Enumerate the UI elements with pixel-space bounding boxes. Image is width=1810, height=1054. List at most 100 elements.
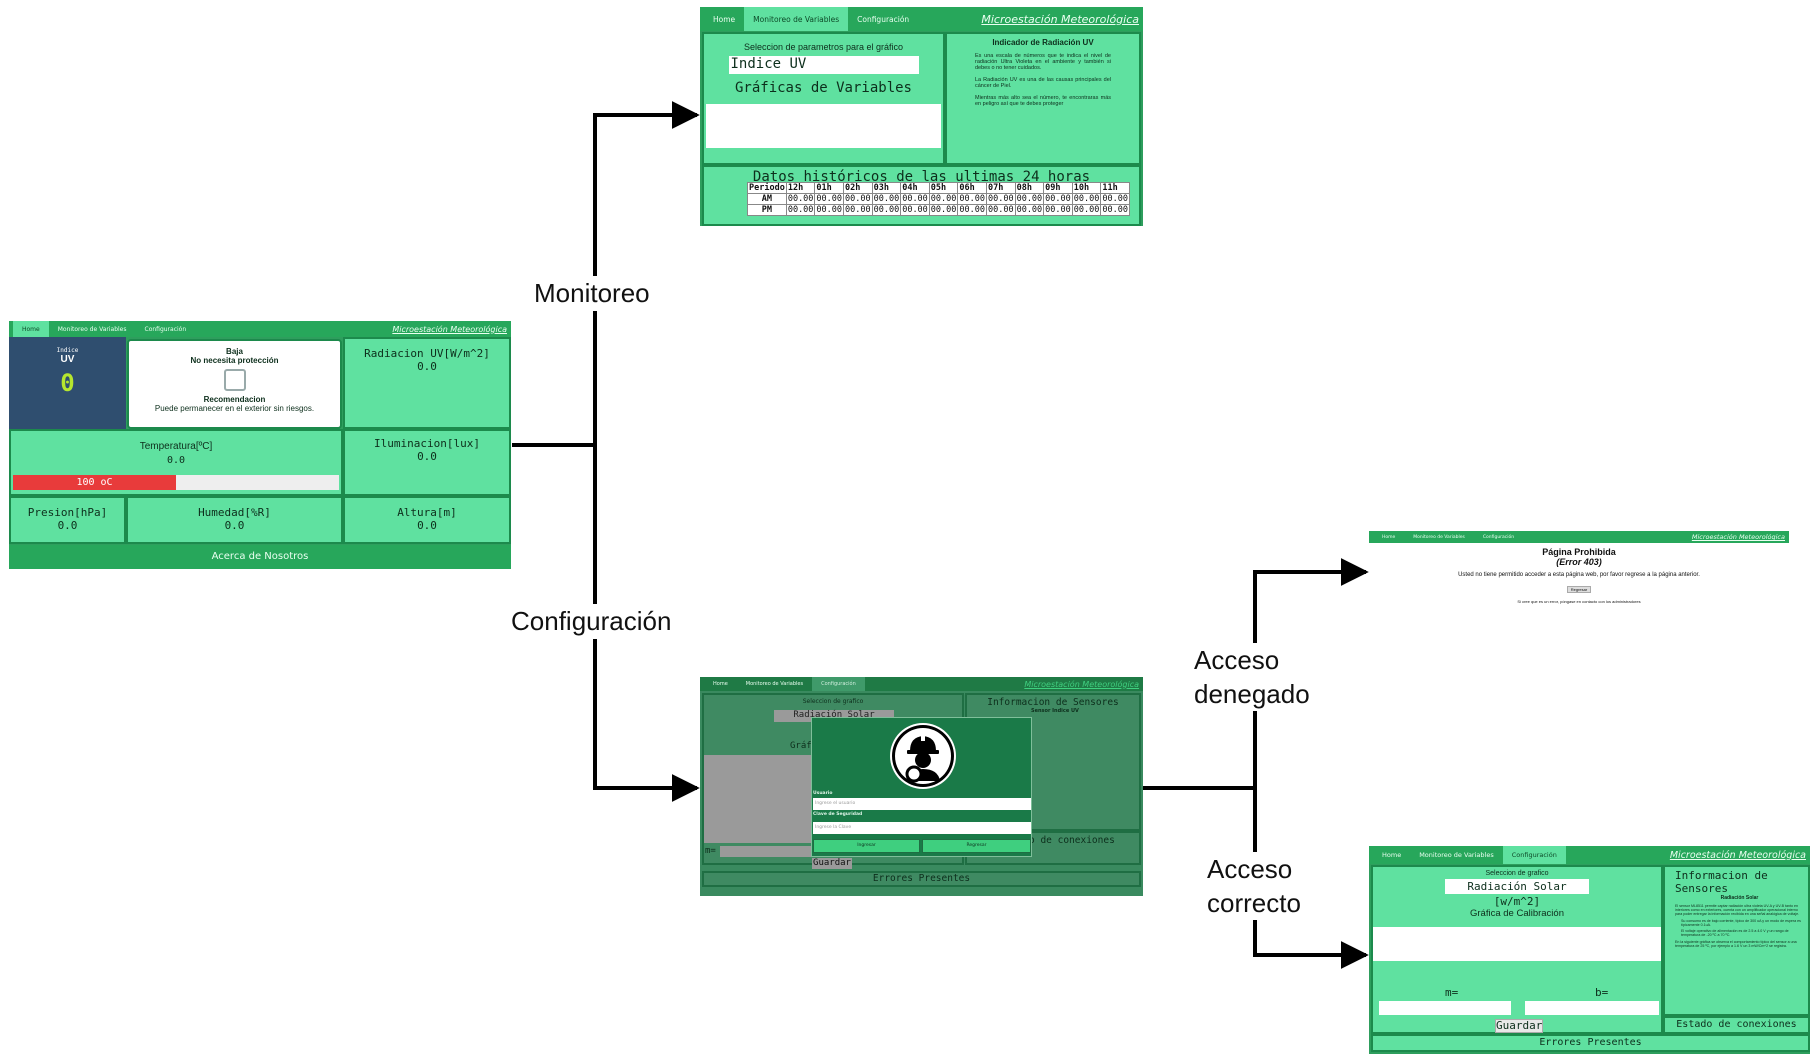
calibration-graph — [1373, 927, 1661, 961]
radiacion-uv-panel: Radiacion UV[W/m^2] 0.0 — [343, 337, 511, 429]
table-cell: 00.00 — [928, 193, 959, 205]
nav-monitoreo[interactable]: Monitoreo de Variables — [744, 7, 849, 31]
brand-link[interactable]: Microestación Meteorológica — [981, 12, 1139, 26]
nav-monitoreo[interactable]: Monitoreo de Variables — [57, 325, 127, 333]
sensor-info-panel: Informacion de Sensores Radiación Solar … — [1663, 865, 1810, 1016]
info-paragraph: Mientras más alto sea el número, te enco… — [975, 95, 1111, 107]
nav-monitoreo[interactable]: Monitoreo de Variables — [1413, 534, 1465, 540]
table-cell: 00.00 — [1100, 193, 1130, 205]
m-input[interactable] — [720, 846, 816, 857]
altura-panel: Altura[m] 0.0 — [343, 496, 511, 544]
nav-monitoreo[interactable]: Monitoreo de Variables — [1419, 851, 1494, 859]
temp-bar-fill: 100 oC — [13, 475, 176, 490]
uv-index-panel: Indice UV 0 — [9, 337, 126, 429]
nav-home[interactable]: Home — [1382, 534, 1396, 540]
nav-bar: Home Monitoreo de Variables Configuració… — [1369, 846, 1810, 864]
forbidden-note: Si cree que es un error, póngase en cont… — [1517, 599, 1641, 604]
presion-panel: Presion[hPa] 0.0 — [9, 496, 126, 544]
errors-panel: Errores Presentes — [1371, 1034, 1810, 1052]
edge-label-line: correcto — [1207, 888, 1301, 918]
table-cell: 00.00 — [957, 204, 987, 216]
nav-monitoreo[interactable]: Monitoreo de Variables — [745, 681, 804, 687]
uv-level-sub: No necesita protección — [190, 356, 279, 365]
info-paragraph: En la siguiente gráfica se observa el co… — [1675, 940, 1797, 948]
uv-value: 0 — [60, 369, 75, 397]
table-cell: 00.00 — [1071, 193, 1102, 205]
save-button[interactable]: Guardar — [812, 858, 852, 869]
enter-button[interactable]: Ingresar — [813, 839, 920, 853]
edge-label-monitoreo: Monitoreo — [530, 276, 654, 311]
table-cell: 08h — [1014, 182, 1045, 194]
edge-label-line: Acceso — [1194, 645, 1280, 675]
engineer-icon — [890, 723, 956, 789]
forbidden-back-button[interactable]: Regresar — [1566, 586, 1592, 593]
m-label: m= — [705, 846, 716, 856]
nav-configuracion[interactable]: Configuración — [812, 677, 865, 691]
graph-area — [704, 755, 816, 843]
info-title: Informacion de Sensores — [987, 697, 1119, 708]
table-cell: 04h — [900, 182, 930, 194]
table-cell: 00.00 — [785, 193, 816, 205]
rad-label: Radiacion UV[W/m^2] — [364, 347, 490, 360]
graph-area — [706, 104, 941, 148]
hum-label: Humedad[%R] — [198, 506, 271, 519]
engineer-icon-svg — [892, 725, 954, 787]
history-title: Datos históricos de las ultimas 24 horas — [752, 169, 1091, 185]
nav-configuracion[interactable]: Configuración — [1482, 534, 1515, 540]
nav-home[interactable]: Home — [713, 14, 736, 24]
variable-select[interactable]: Indice UV — [728, 56, 919, 74]
about-us-link[interactable]: Acerca de Nosotros — [9, 545, 511, 569]
brand-link[interactable]: Microestación Meteorológica — [1691, 533, 1785, 541]
monitoreo-screen: Home Monitoreo de Variables Configuració… — [700, 7, 1143, 226]
home-screen: Home Monitoreo de Variables Configuració… — [9, 321, 511, 569]
table-cell: 00.00 — [985, 193, 1016, 205]
nav-configuracion[interactable]: Configuración — [1502, 846, 1566, 864]
nav-home[interactable]: Home — [713, 681, 728, 687]
alt-value: 0.0 — [417, 519, 437, 532]
uv-level: Baja — [226, 347, 243, 356]
table-cell: 09h — [1043, 182, 1073, 194]
nav-home[interactable]: Home — [1382, 851, 1402, 859]
info-paragraph: La Radiación UV es una de las causas pri… — [975, 77, 1111, 89]
nav-configuracion[interactable]: Configuración — [144, 325, 187, 333]
table-cell: 00.00 — [985, 204, 1016, 216]
graph-title: Gráficas de Variables — [734, 80, 912, 96]
key-input[interactable]: Ingrese la Clave — [813, 822, 1031, 834]
user-input[interactable]: Ingrese el usuario — [813, 798, 1031, 810]
brand-link[interactable]: Microestación Meteorológica — [392, 324, 507, 334]
uv-level-box — [223, 369, 246, 391]
graph-select[interactable]: Radiación Solar [w/m^2] — [1445, 879, 1589, 908]
info-bullet: Su consumo es de bajo corriente, típico … — [1681, 919, 1801, 927]
back-button[interactable]: Regresar — [922, 839, 1031, 853]
brand-link[interactable]: Microestación Meteorológica — [1669, 849, 1806, 861]
nav-configuracion[interactable]: Configuración — [857, 14, 910, 24]
forbidden-screen: Home Monitoreo de Variables Configuració… — [1369, 531, 1789, 611]
temperatura-panel: Temperatura[ºC] 0.0 100 oC — [9, 429, 343, 496]
nav-bar: Home Monitoreo de Variables Configuració… — [9, 321, 511, 337]
select-title: Seleccion de grafico — [1485, 870, 1549, 877]
configuracion-screen: Home Monitoreo de Variables Configuració… — [1369, 846, 1810, 1054]
key-label: Clave de Seguridad — [813, 812, 863, 817]
table-cell: Periodo — [747, 182, 787, 194]
table-cell: 11h — [1100, 182, 1130, 194]
table-cell: 00.00 — [843, 204, 873, 216]
nav-home[interactable]: Home — [13, 321, 49, 337]
b-label: b= — [1595, 986, 1609, 999]
m-label: m= — [1445, 986, 1459, 999]
uv-recommendation-panel: Baja No necesita protección Recomendacio… — [127, 339, 342, 429]
table-cell: 07h — [985, 182, 1016, 194]
table-cell: 00.00 — [1014, 193, 1045, 205]
brand-link[interactable]: Microestación Meteorológica — [1024, 679, 1139, 689]
b-input[interactable] — [1525, 1001, 1659, 1015]
m-input[interactable] — [1379, 1001, 1511, 1015]
rec-text: Puede permanecer en el exterior sin ries… — [154, 404, 315, 413]
select-title: Seleccion de parametros para el gráfico — [743, 42, 904, 52]
save-button[interactable]: Guardar — [1495, 1019, 1543, 1033]
nav-bar: Home Monitoreo de Variables Configuració… — [700, 7, 1143, 31]
table-cell: 00.00 — [871, 193, 902, 205]
table-cell: 00.00 — [1071, 204, 1102, 216]
pres-label: Presion[hPa] — [27, 506, 108, 519]
